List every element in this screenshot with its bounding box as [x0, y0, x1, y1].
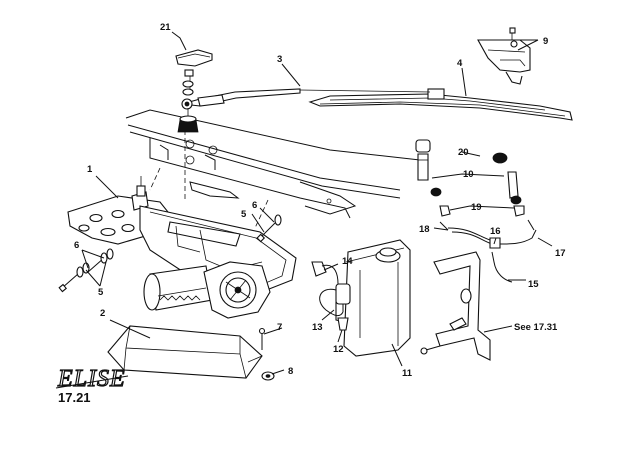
- callout-7: 7: [277, 322, 282, 333]
- washer-pump: [311, 261, 351, 317]
- callout-5-left: 5: [98, 287, 104, 298]
- callout-labels: 21 3 4 9 1 5 6 6 5 2 7 8 14 13 12 11 20 …: [74, 22, 566, 379]
- callout-17: 17: [555, 248, 566, 259]
- callout-12: 12: [333, 344, 344, 355]
- callout-5-right: 5: [241, 209, 247, 220]
- callout-13: 13: [312, 322, 323, 333]
- callout-19: 19: [471, 202, 482, 213]
- fixing-bolts-set-b: [256, 214, 282, 243]
- elise-logo: ELISE: [55, 365, 129, 393]
- leader-lines: [81, 31, 553, 375]
- callout-18: 18: [419, 224, 430, 235]
- pump-grommet: [337, 317, 349, 331]
- callout-11: 11: [402, 368, 413, 379]
- callout-9: 9: [543, 36, 548, 47]
- callout-20: 20: [458, 147, 469, 158]
- fixing-bolts-set-a: [58, 248, 114, 293]
- washer-hoses: [439, 219, 537, 283]
- page-number: 17.21: [58, 390, 91, 405]
- cross-reference-label: See 17.31: [514, 322, 558, 333]
- callout-3: 3: [277, 54, 282, 65]
- undertray-clip: [261, 371, 275, 381]
- logo-text: ELISE: [57, 366, 126, 392]
- wiper-blade: [299, 88, 573, 121]
- callout-6-right: 6: [252, 200, 257, 211]
- spindle-grommet: [177, 108, 199, 133]
- callout-21: 21: [160, 22, 171, 33]
- washer-jet-right: [492, 152, 525, 217]
- spindle-cap: [175, 49, 213, 96]
- wiper-pivot-detail: [477, 27, 531, 85]
- reservoir-bracket: [420, 251, 491, 361]
- washer-reservoir: [335, 239, 411, 357]
- callout-14: 14: [342, 256, 353, 267]
- callout-10: 10: [463, 169, 474, 180]
- motor-undertray: [107, 325, 263, 379]
- callout-4: 4: [457, 58, 463, 69]
- callout-1: 1: [87, 164, 93, 175]
- undertray-screw: [258, 327, 266, 350]
- scuttle-panel: [125, 109, 421, 229]
- callout-6-left: 6: [74, 240, 79, 251]
- wiper-arm: [181, 88, 301, 110]
- wiper-motor: [143, 261, 271, 319]
- callout-15: 15: [528, 279, 539, 290]
- callout-2: 2: [100, 308, 105, 319]
- callout-8: 8: [288, 366, 293, 377]
- callout-16: 16: [490, 226, 501, 237]
- washer-jet-left: [415, 139, 451, 217]
